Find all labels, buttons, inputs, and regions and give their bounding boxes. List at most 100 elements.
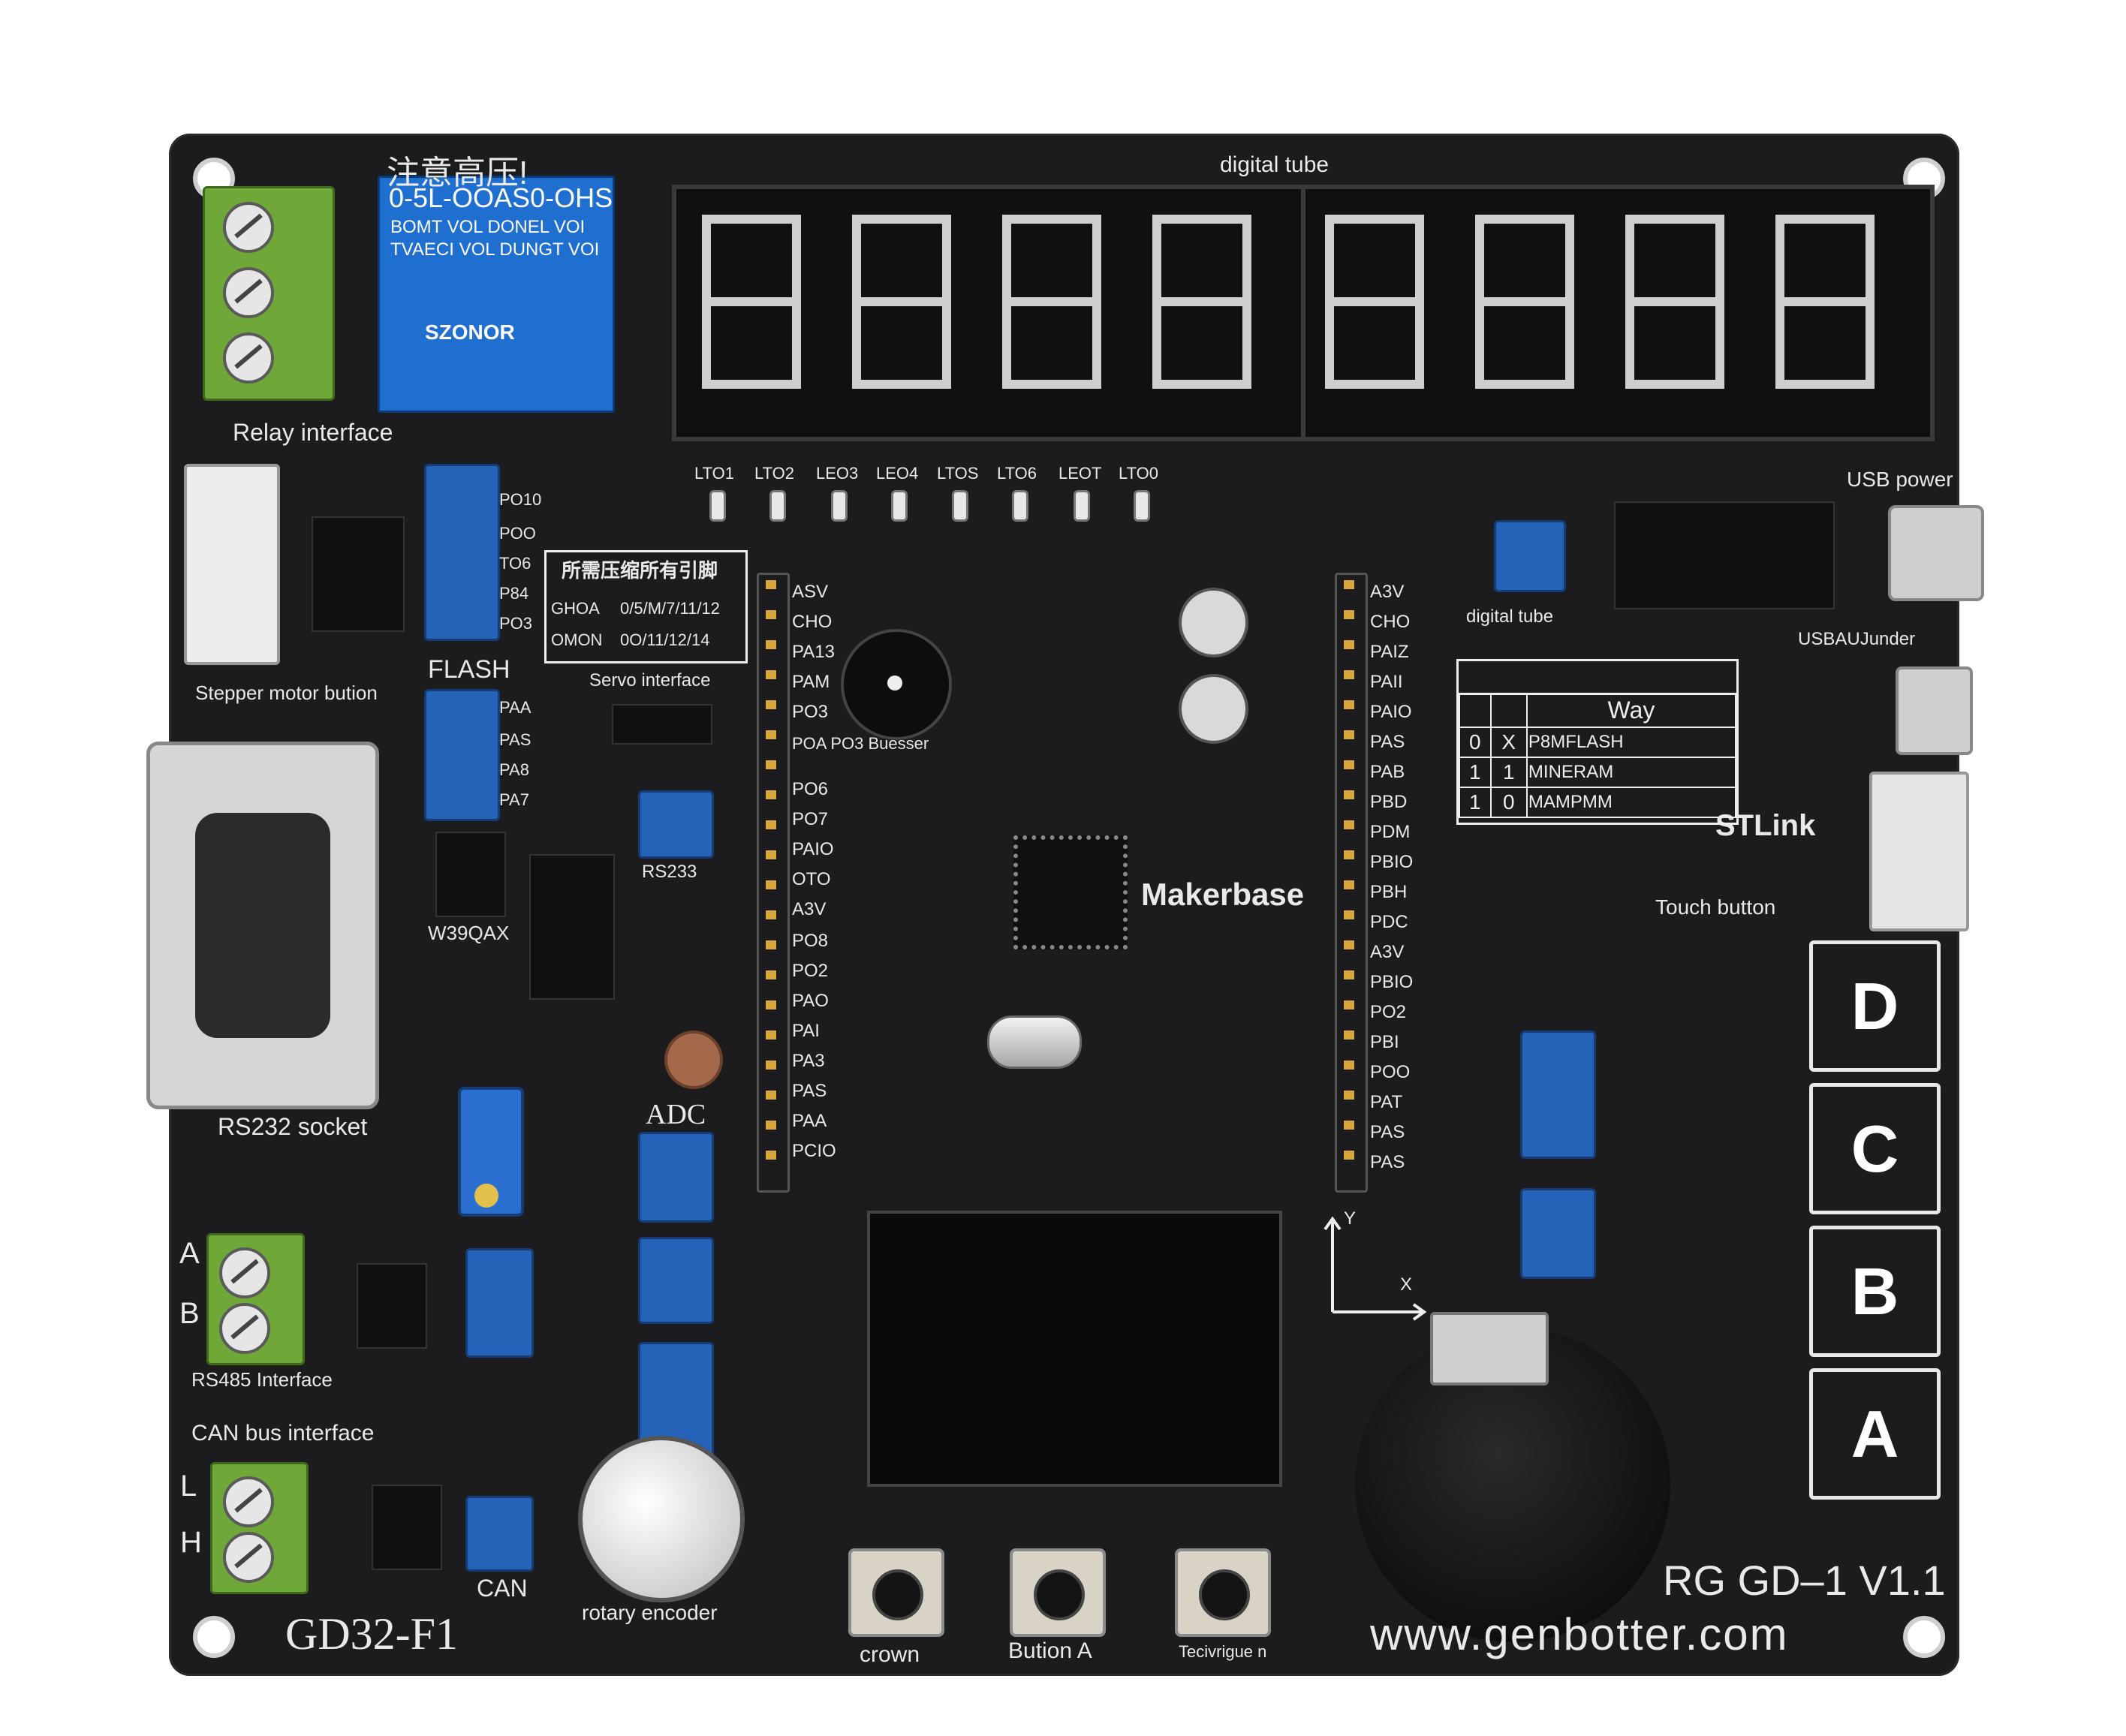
led-label: LTO1 [694, 464, 734, 483]
crown-label: crown [860, 1642, 920, 1667]
pin-label: PAA [499, 698, 532, 717]
rs485-terminal-block [206, 1233, 305, 1365]
button-c-label: Tecivrigue n [1179, 1642, 1267, 1661]
pin-label: PAA [792, 1111, 827, 1131]
pin-label: ASV [792, 582, 829, 602]
led-label: LEO3 [816, 464, 859, 483]
jumper-header[interactable] [1520, 1188, 1596, 1279]
pin-label: PO10 [499, 490, 542, 509]
pin-header-right [1344, 580, 1354, 1181]
pin-label: TO6 [499, 554, 532, 573]
pin-label: PBI [1370, 1032, 1399, 1052]
pin-label: PAB [1370, 762, 1405, 782]
usb-c-connector[interactable] [1888, 505, 1984, 601]
screw-terminal [223, 1476, 274, 1527]
pin-label: A3V [1370, 942, 1405, 962]
digital-tube-label: digital tube [1220, 152, 1330, 177]
touch-key-d[interactable]: D [1809, 940, 1941, 1072]
stepper-connector[interactable] [184, 464, 280, 665]
can-chip [372, 1485, 442, 1570]
photoresistor [664, 1030, 723, 1089]
seven-segment-display [672, 185, 1935, 441]
stepper-label: Stepper motor bution [195, 681, 378, 704]
header-jumper[interactable] [1494, 520, 1566, 592]
led-label: LTO6 [997, 464, 1037, 483]
warning-text: 注意高压! [387, 155, 528, 191]
axis-y-label: Y [1344, 1208, 1357, 1229]
touch-button-label: Touch button [1655, 895, 1776, 919]
potentiometer[interactable] [458, 1087, 524, 1217]
w25q-label: W39QAX [428, 922, 510, 944]
pin-label: PDM [1370, 822, 1411, 842]
pin-label: PBD [1370, 792, 1408, 812]
pin-label: PO7 [792, 809, 829, 829]
rs485-jumper-header[interactable] [465, 1248, 534, 1358]
can-sub-label: CAN [477, 1575, 528, 1602]
usb-under-label: USBAUJunder [1798, 629, 1916, 649]
rs232-label: RS232 socket [218, 1113, 368, 1140]
can-pin-l: L [180, 1470, 197, 1503]
button-c[interactable] [1175, 1548, 1271, 1637]
can-label: CAN bus interface [191, 1421, 375, 1446]
pin-label: PBH [1370, 882, 1408, 902]
adc-jumper-header[interactable] [638, 1132, 714, 1223]
axis-x-label: X [1400, 1274, 1413, 1295]
jumper-header[interactable] [424, 689, 500, 821]
led [769, 490, 786, 522]
pin-label: PBIO [1370, 852, 1414, 872]
servo-header[interactable] [612, 704, 712, 745]
screw-terminal [223, 1532, 274, 1583]
relay-terminal-block [203, 186, 335, 401]
pin-label: PAM [792, 672, 830, 692]
crown-button[interactable] [848, 1548, 944, 1637]
pin-label: CHO [792, 612, 833, 632]
rs485-chip [357, 1263, 427, 1349]
flash-note-table: 所需压缩所有引脚 GHOA 0/5/M/7/11/12 OMON 0O/11/1… [544, 550, 748, 663]
electrolytic-capacitor [1179, 674, 1248, 744]
max3232-chip [529, 854, 615, 1000]
screw-terminal [219, 1247, 270, 1298]
touch-key-a[interactable]: A [1809, 1368, 1941, 1500]
pin-label: PO3 [792, 702, 829, 722]
jumper-header[interactable] [424, 464, 500, 641]
buzzer [841, 629, 952, 740]
stlink-connector[interactable] [1869, 772, 1969, 931]
relay-label: Relay interface [233, 419, 393, 446]
touch-key-c[interactable]: C [1809, 1083, 1941, 1214]
jumper-header[interactable] [1520, 1030, 1596, 1159]
pin-label: PAS [1370, 1122, 1405, 1142]
db9-connector[interactable] [146, 742, 379, 1109]
pin-label: A3V [1370, 582, 1405, 602]
led [831, 490, 848, 522]
screw-terminal [223, 332, 274, 384]
mcu-chip [1013, 835, 1128, 949]
led-label: LEOT [1058, 464, 1102, 483]
touch-key-b[interactable]: B [1809, 1226, 1941, 1357]
ch340-chip [1614, 501, 1835, 609]
board-model: RG GD–1 V1.1 [1663, 1557, 1946, 1604]
led [1074, 490, 1090, 522]
pin-label: PAIO [792, 839, 834, 859]
can-jumper-header[interactable] [465, 1496, 534, 1572]
led-label: LTO0 [1119, 464, 1158, 483]
pin-label: CHO [1370, 612, 1411, 632]
pin-label: PAI [792, 1021, 820, 1041]
pin-label: PDC [1370, 912, 1408, 932]
i2c-jumper-header[interactable] [638, 1237, 714, 1324]
screw-terminal [223, 202, 274, 253]
micro-usb-connector[interactable] [1896, 666, 1973, 755]
flash-note-row: OMON [551, 630, 603, 649]
led [891, 490, 908, 522]
button-a[interactable] [1010, 1548, 1106, 1637]
can-pin-h: H [180, 1526, 202, 1559]
rotary-encoder[interactable] [578, 1436, 745, 1602]
pin-label: PO8 [792, 931, 829, 951]
flash-note-row: GHOA [551, 599, 600, 618]
button-a-label: Bution A [1008, 1638, 1092, 1663]
pin-label: PAT [1370, 1092, 1403, 1112]
uart-jumper-header[interactable] [638, 790, 714, 859]
pin-label: PO3 [499, 614, 533, 633]
rotary-label: rotary encoder [582, 1601, 718, 1624]
rs485-pin-b: B [179, 1297, 200, 1330]
flash-label: FLASH [428, 655, 510, 684]
